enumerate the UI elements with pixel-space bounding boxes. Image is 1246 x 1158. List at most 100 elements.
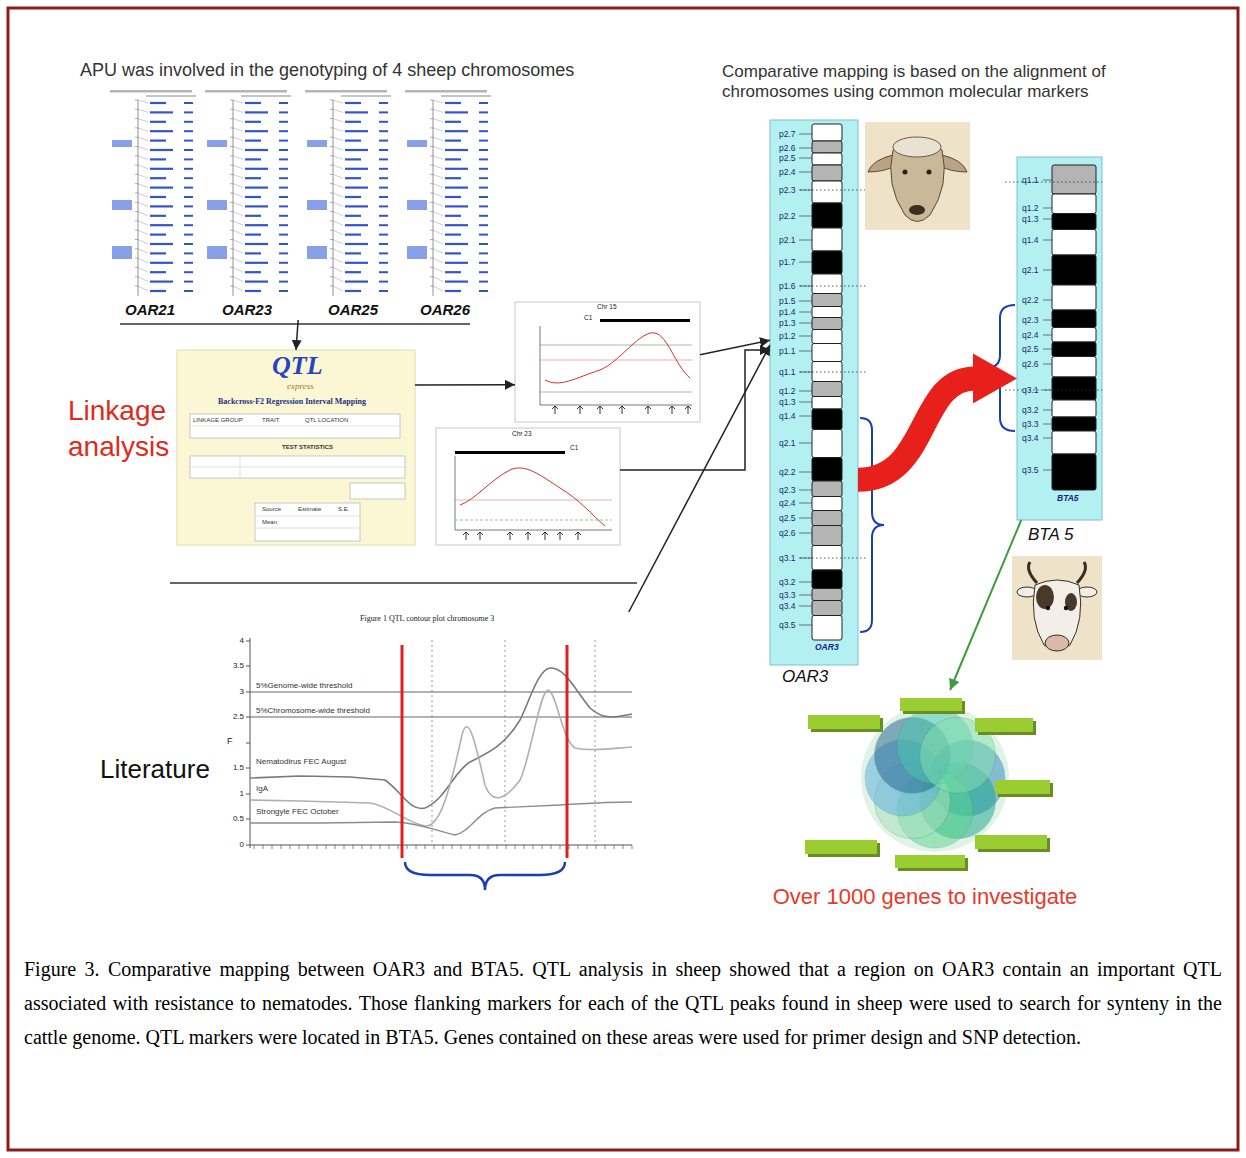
chromosome-name: OAR26 xyxy=(420,301,470,318)
band-label: p2.7 xyxy=(779,129,796,139)
flow-arrow xyxy=(415,384,515,386)
curve-label: 5%Chromosome-wide threshold xyxy=(255,706,371,715)
band-label: p1.5 xyxy=(779,296,796,306)
band-label: q3.5 xyxy=(1022,465,1039,475)
band-label: q3.4 xyxy=(1022,433,1039,443)
band-label: q2.5 xyxy=(779,513,796,523)
axis-tick: 0.5 xyxy=(229,814,244,823)
band-label: q2.6 xyxy=(779,528,796,538)
lod-chart: Chr 23C1 xyxy=(436,428,620,545)
table-cell: S.E. xyxy=(338,506,349,513)
band-label: p2.4 xyxy=(779,167,796,177)
mapping-arrow xyxy=(858,378,987,479)
band-label: q2.6 xyxy=(1022,359,1039,369)
chromosome-tag: BTA5 xyxy=(1057,494,1079,504)
chromosome-name: OAR25 xyxy=(328,301,378,318)
band-label: q1.2 xyxy=(779,386,796,396)
band-label: q2.4 xyxy=(1022,330,1039,340)
result-note: Over 1000 genes to investigate xyxy=(745,884,1105,909)
flow-arrow xyxy=(629,345,770,612)
band-label: q3.2 xyxy=(1022,405,1039,415)
chromosome-name: OAR23 xyxy=(222,301,272,318)
band-label: q1.1 xyxy=(779,367,796,377)
axis-title: F xyxy=(227,736,233,746)
band-label: p1.7 xyxy=(779,257,796,267)
band-label: p2.2 xyxy=(779,211,796,221)
figure-frame xyxy=(8,8,1238,1150)
curve-label: Nematodirus FEC August xyxy=(255,757,347,766)
sheep-picture xyxy=(865,122,970,230)
band-label: q2.3 xyxy=(1022,315,1039,325)
table-cell: Mean xyxy=(262,519,277,526)
band-label: q2.4 xyxy=(779,498,796,508)
table-cell: Source xyxy=(262,506,281,513)
axis-tick: 2.5 xyxy=(229,712,244,721)
linkage-maps xyxy=(110,90,491,296)
section-label: Literature xyxy=(100,755,210,785)
band-label: q2.2 xyxy=(779,467,796,477)
band-label: p1.1 xyxy=(779,346,796,356)
band-label: q1.4 xyxy=(1022,235,1039,245)
chart-title: C1 xyxy=(584,314,592,321)
chart-title: Chr 15 xyxy=(597,303,617,310)
flow-arrow xyxy=(950,520,1021,690)
axis-tick: 0 xyxy=(229,840,244,849)
gene-network-art xyxy=(805,698,1053,871)
chart-title: C1 xyxy=(570,444,578,451)
lod-chart-art xyxy=(436,302,700,545)
gene-network: Over 1000 genes to investigate xyxy=(740,690,1106,916)
panel-heading: APU was involved in the genotyping of 4 … xyxy=(80,60,574,81)
map-panel: APU was involved in the genotyping of 4 … xyxy=(80,58,620,320)
merge-bar xyxy=(120,323,470,325)
chromosome-name: OAR3 xyxy=(782,667,828,687)
chromosome-name: OAR21 xyxy=(125,301,175,318)
band-label: p2.3 xyxy=(779,185,796,195)
band-label: q3.2 xyxy=(779,577,796,587)
chromosome-name: BTA 5 xyxy=(1028,525,1073,545)
band-label: q2.1 xyxy=(779,438,796,448)
table-cell: QTL LOCATION xyxy=(305,417,348,424)
band-label: q3.3 xyxy=(779,590,796,600)
figure-title: Figure 1 QTL contour plot chromosome 3 xyxy=(360,614,494,623)
table-heading: TEST STATISTICS xyxy=(282,444,333,451)
band-label: q3.5 xyxy=(779,620,796,630)
band-label: p1.6 xyxy=(779,281,796,291)
band-label: q3.4 xyxy=(779,601,796,611)
band-label: q3.1 xyxy=(779,553,796,563)
band-label: q1.1 xyxy=(1022,175,1039,185)
flow-arrow xyxy=(620,350,770,470)
table-cell: LINKAGE GROUP xyxy=(193,417,243,424)
software-logo: QTL xyxy=(272,351,323,381)
band-label: p2.5 xyxy=(779,153,796,163)
figure-caption: Figure 3. Comparative mapping between OA… xyxy=(24,952,1222,1054)
axis-tick: 3.5 xyxy=(229,661,244,670)
lod-chart: Chr 15 C1 xyxy=(515,302,700,422)
band-label: q1.3 xyxy=(1022,214,1039,224)
chromosome-panels xyxy=(770,120,1102,665)
software-subtitle: express xyxy=(287,381,314,391)
chromosome-tag: OAR3 xyxy=(815,643,839,653)
table-cell: TRAIT xyxy=(262,417,279,424)
axis-tick: 1 xyxy=(229,789,244,798)
band-label: q1.2 xyxy=(1022,203,1039,213)
band-label: q3.3 xyxy=(1022,419,1039,429)
band-label: q1.3 xyxy=(779,397,796,407)
literature-chart-art xyxy=(246,638,632,890)
cow-picture xyxy=(1012,556,1102,660)
axis-tick: 4 xyxy=(229,636,244,645)
band-label: q1.4 xyxy=(779,411,796,421)
band-label: p1.4 xyxy=(779,307,796,317)
axis-tick: 3 xyxy=(229,687,244,696)
note-text: Comparative mapping is based on the alig… xyxy=(722,62,1167,101)
software-heading: Backcross-F2 Regression Interval Mapping xyxy=(218,397,366,406)
band-label: q2.3 xyxy=(779,485,796,495)
band-label: q3.1 xyxy=(1022,385,1039,395)
literature-chart: Figure 1 QTL contour plot chromosome 3 5%… xyxy=(225,612,637,894)
band-label: q2.1 xyxy=(1022,265,1039,275)
curve-label: 5%Genome-wide threshold xyxy=(255,681,354,690)
axis-tick: 1.5 xyxy=(229,763,244,772)
band-label: p1.3 xyxy=(779,318,796,328)
